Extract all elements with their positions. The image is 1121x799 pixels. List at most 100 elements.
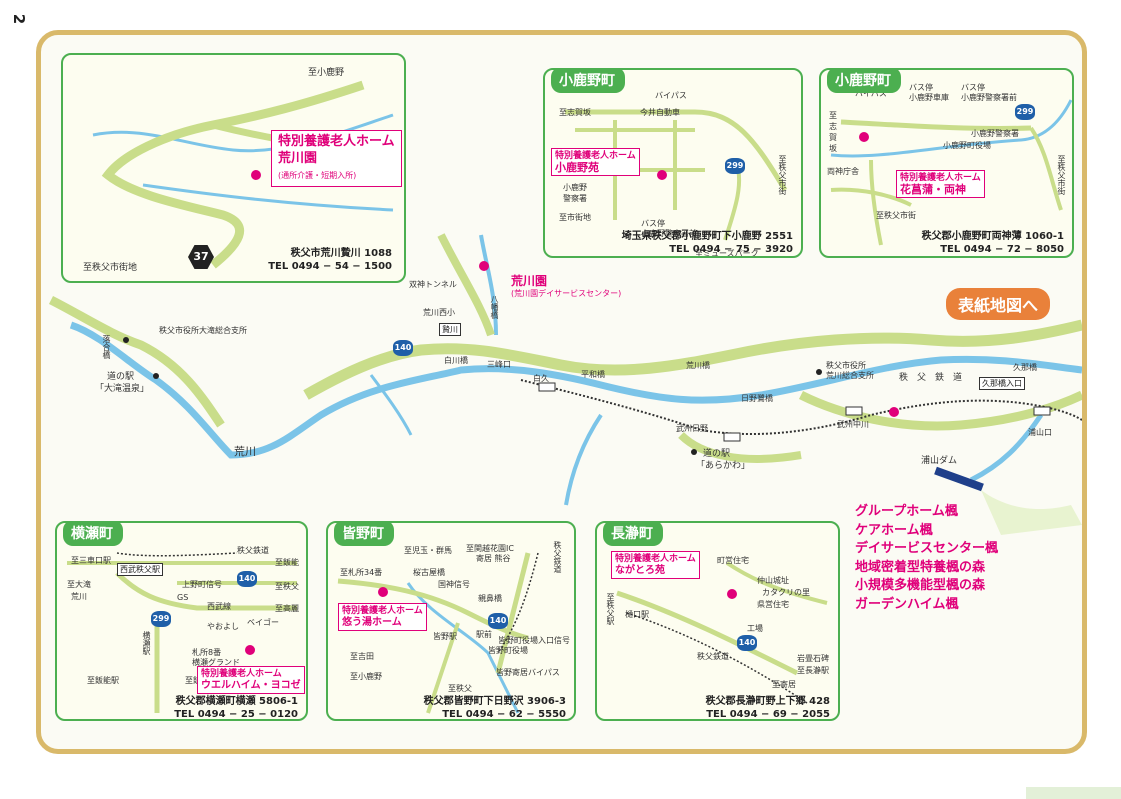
ogano2-road-c <box>869 159 883 246</box>
nagatoro-road-a <box>616 590 799 676</box>
arakawa-en-main-marker <box>479 261 489 271</box>
label-urayama-dam: 浦山ダム <box>921 456 958 466</box>
minano-route-140: 140 <box>488 613 508 629</box>
station-urayama <box>1033 406 1051 416</box>
west-road <box>48 295 225 428</box>
yokoze-seibu-chichibu: 西武秩父駅 <box>117 563 163 576</box>
arakawa-en-marker <box>251 170 261 180</box>
wellheim-label: 特別養護老人ホーム ウエルハイム・ヨコゼ <box>197 666 305 694</box>
arakawa-office-marker <box>816 369 822 375</box>
michinoeki-arakawa-marker <box>691 449 697 455</box>
ogano-inset-2: 小鹿野町 バイパス バス停 小鹿野車庫 バス停 小鹿野警察署前 小鹿野警察署 小… <box>819 68 1074 258</box>
nagatoro-machiei: 町営住宅 <box>717 556 749 565</box>
minano-river <box>406 582 520 714</box>
route-140-main: 140 <box>393 340 413 356</box>
label-urayama-guchi: 浦山口 <box>1028 428 1052 437</box>
minano-ekimae: 駅前 <box>476 630 492 639</box>
label-otaki-office: 秩父市役所大滝総合支所 <box>159 326 247 335</box>
page-corner-tab <box>1026 787 1121 799</box>
nagatoro-higuchi: 樋口駅 <box>625 610 649 619</box>
hanashobu-label: 特別養護老人ホーム 花菖蒲・両神 <box>896 170 985 198</box>
ogano-inset-2-title: 小鹿野町 <box>827 70 901 93</box>
cover-map-link[interactable]: 表紙地図へ <box>946 288 1051 320</box>
urayama-river <box>969 413 1044 483</box>
minano-address: 秩父郡皆野町下日野沢 3906-3 TEL 0494 − 62 − 5550 <box>423 696 566 720</box>
label-to-ogano: 至小鹿野 <box>308 68 345 78</box>
label-michinoeki-arakawa-2: 「あらかわ」 <box>696 461 751 471</box>
inset-river-2 <box>142 183 394 212</box>
label-michinoeki-arakawa: 道の駅 <box>703 449 731 459</box>
wellheim-marker <box>245 645 255 655</box>
ogano2-road-a <box>840 119 1032 131</box>
yokoze-sapporo: 札所8番 <box>192 648 222 657</box>
ogano2-route-299: 299 <box>1015 104 1035 120</box>
yokoze-yokoze-eki: 横瀬駅 <box>142 631 151 655</box>
east-road <box>798 390 1082 431</box>
urayama-dam-shape <box>934 466 984 492</box>
minano-to-yoshida: 至吉田 <box>350 652 374 661</box>
label-shirakawa-bridge: 白川橋 <box>444 356 468 365</box>
label-arakawa-office-2: 荒川総合支所 <box>826 371 874 380</box>
ogano1-bypass: バイパス <box>655 91 687 100</box>
ogano1-route-299: 299 <box>725 158 745 174</box>
urayama-lake <box>981 490 1082 535</box>
label-arakawa-en-sub: (荒川園デイサービスセンター) <box>511 289 622 298</box>
label-kuna-entrance: 久那橋入口 <box>979 377 1025 390</box>
minano-oyahana: 親鼻橋 <box>478 594 502 603</box>
ogano1-road-bypass <box>565 109 788 192</box>
ogano-inset-1: 小鹿野町 バイパス 至志賀坂 今井自動車 小鹿野警察署 至市街地 バス停 小鹿野… <box>543 68 803 258</box>
south-road <box>678 432 802 463</box>
yokoze-to-chichibu: 至秩父 <box>275 582 299 591</box>
ogano2-river <box>830 99 1072 158</box>
minano-to-34: 至札所34番 <box>340 568 383 577</box>
label-bushu-hino: 武州日野 <box>676 424 708 433</box>
minano-inset: 皆野町 至児玉・群馬 至関越花園IC 寄居 熊谷 秩父鉄道 至札所34番 桜古屋… <box>326 521 576 721</box>
minano-road-c <box>426 622 460 714</box>
label-arakawa-office: 秩父市役所 <box>826 361 866 370</box>
yokoze-inset: 横瀬町 至三車口駅 秩父鉄道 西武秩父駅 至飯能 至大滝 荒川 上野町信号 GS… <box>55 521 308 721</box>
yokoze-ground: 横瀬グランド <box>192 658 240 667</box>
label-arakawa-en: 荒川園 <box>511 274 548 288</box>
ogano2-office: 小鹿野町役場 <box>943 141 991 150</box>
nagatoro-inset: 長瀞町 町営住宅 仲山城址 カタクリの里 県営住宅 至秩父駅 樋口駅 工場 秩父… <box>595 521 840 721</box>
minano-rail <box>497 552 539 654</box>
chichibu-railway <box>520 379 1082 436</box>
ogano2-to-city: 至秩父市街 <box>876 211 916 220</box>
tributary-river <box>479 234 498 336</box>
minano-to-hanazono: 至関越花園IC <box>466 544 514 553</box>
ogano2-police: 小鹿野警察署 <box>971 129 1019 138</box>
arakawa-address: 秩父市荒川贄川 1088 TEL 0494 − 54 − 1500 <box>268 248 392 272</box>
nagatoro-address: 秩父郡長瀞町野上下郷 428 TEL 0494 − 69 − 2055 <box>705 696 830 720</box>
label-hachiman-bridge: 八幡橋 <box>490 295 499 319</box>
nagatoro-en-marker <box>727 589 737 599</box>
main-map-canvas <box>48 233 1082 535</box>
yokoze-address: 秩父郡横瀬町横瀬 5806-1 TEL 0494 − 25 − 0120 <box>174 696 298 720</box>
label-mitsumine-guchi: 三峰口 <box>487 360 511 369</box>
station-bushu-nakagawa <box>845 406 863 416</box>
label-kuna-bridge: 久那橋 <box>1013 363 1037 372</box>
route-140-road <box>303 319 1082 400</box>
minano-to-chichibu: 至秩父 <box>448 684 472 693</box>
minano-chichibu-line: 秩父鉄道 <box>553 541 562 573</box>
ogano2-bus-a: バス停 <box>909 83 933 92</box>
nagatoro-kenei: 県営住宅 <box>757 600 789 609</box>
nagatoro-road-b <box>725 561 828 605</box>
label-heiwa-bridge: 平和橋 <box>581 370 605 379</box>
otaki-office-marker <box>123 337 129 343</box>
ogano2-road-d <box>830 187 912 207</box>
ogano1-to-shishiga: 至志賀坂 <box>559 108 591 117</box>
ogano1-bus: バス停 <box>641 219 665 228</box>
nagatoro-to-yorii: 至寄居 <box>772 680 796 689</box>
label-arakawa-river: 荒川 <box>234 445 256 458</box>
ogano-inset-2-map <box>830 99 1072 246</box>
yokoze-road-b <box>115 571 297 611</box>
nagatoro-to-chichibu: 至秩父駅 <box>606 593 615 625</box>
yokoze-to-otaki: 至大滝 <box>67 580 91 589</box>
yuuyu-label: 特別養護老人ホーム 悠う湯ホーム <box>338 603 427 631</box>
ogano2-bypass: バイパス <box>855 89 887 98</box>
station-bushu-hino <box>723 432 741 442</box>
yokoze-yaoyoshi: やおよし <box>207 622 239 631</box>
north-road <box>437 233 495 337</box>
kaede-item: ケアホーム楓 <box>855 522 933 538</box>
nagatoro-to-nagatoro: 至長瀞駅 <box>797 666 829 675</box>
